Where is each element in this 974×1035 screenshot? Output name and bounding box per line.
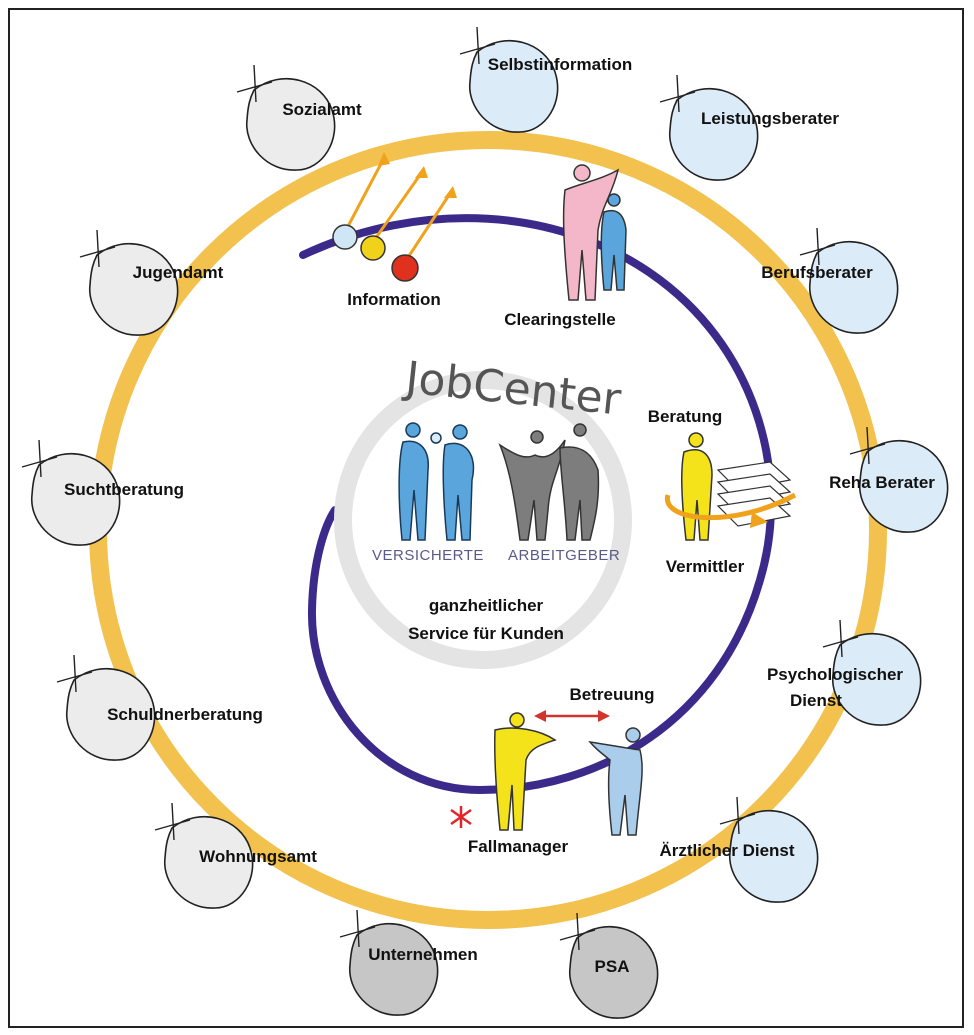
betreuung-label: Betreuung — [570, 685, 655, 704]
information-label: Information — [347, 290, 441, 309]
node-selbstinformation-shape — [469, 39, 559, 133]
node-suchtberatung-shape — [31, 452, 121, 546]
node-psychologischer-dienst-label-line-2: Dienst — [790, 691, 842, 710]
clearingstelle-icon — [562, 164, 627, 301]
node-suchtberatung-label: Suchtberatung — [64, 480, 184, 499]
vermittler-icon — [664, 432, 797, 541]
node-unternehmen-label: Unternehmen — [368, 945, 478, 964]
node-psa-shape — [569, 925, 659, 1019]
node-sozialamt-pin-icon — [236, 64, 273, 103]
star-icon — [450, 806, 472, 828]
node-psychologischer-dienst-pin-icon — [822, 619, 859, 658]
node-schuldnerberatung-shape — [66, 667, 156, 761]
node-psychologischer-dienst-label: Psychologischer — [767, 665, 903, 684]
node-berufsberater-label: Berufsberater — [761, 263, 873, 282]
jobcenter-title: JobCenter — [400, 352, 624, 426]
node-selbstinformation-pin-icon — [459, 26, 496, 65]
node-wohnungsamt-pin-icon — [154, 802, 191, 841]
clearingstelle-label: Clearingstelle — [504, 310, 616, 329]
node-jugendamt-label: Jugendamt — [133, 263, 224, 282]
fallmanager-figure — [493, 712, 557, 831]
node-aerztlicher-dienst-shape — [729, 809, 819, 903]
node-unternehmen-shape — [349, 922, 439, 1016]
node-psa-pin-icon — [559, 912, 596, 951]
fallmanager-label: Fallmanager — [468, 837, 569, 856]
node-sozialamt-label: Sozialamt — [282, 100, 362, 119]
outer-nodes: SelbstinformationLeistungsberaterBerufsb… — [21, 26, 949, 1019]
betreuung-arrow-icon — [534, 710, 610, 722]
node-psa-label: PSA — [595, 957, 630, 976]
node-wohnungsamt-label: Wohnungsamt — [199, 847, 317, 866]
node-selbstinformation-label: Selbstinformation — [488, 55, 633, 74]
node-berufsberater-pin-icon — [799, 227, 836, 266]
node-suchtberatung-pin-icon — [21, 439, 58, 478]
node-aerztlicher-dienst-label: Ärztlicher Dienst — [659, 841, 794, 860]
tagline-line-2: Service für Kunden — [408, 624, 564, 643]
versicherte-figures — [398, 422, 475, 541]
node-berufsberater-shape — [809, 240, 899, 334]
vermittler-label: Vermittler — [666, 557, 745, 576]
node-schuldnerberatung-label: Schuldnerberatung — [107, 705, 263, 724]
node-jugendamt-pin-icon — [79, 229, 116, 268]
node-reha-berater-shape — [859, 439, 949, 533]
node-leistungsberater-shape — [669, 87, 759, 181]
node-wohnungsamt-shape — [164, 815, 254, 909]
node-unternehmen-pin-icon — [339, 909, 376, 948]
client-figure — [588, 727, 643, 836]
node-reha-berater-label: Reha Berater — [829, 473, 935, 492]
outer-ring — [89, 131, 887, 929]
segment-versicherte-label: VERSICHERTE — [372, 547, 484, 564]
tagline-line-1: ganzheitlicher — [429, 596, 544, 615]
node-sozialamt-shape — [246, 77, 336, 171]
node-jugendamt-shape — [89, 242, 179, 336]
node-psychologischer-dienst-shape — [832, 632, 922, 726]
information-icon — [332, 152, 457, 282]
node-reha-berater-pin-icon — [849, 426, 886, 465]
node-schuldnerberatung-pin-icon — [56, 654, 93, 693]
node-leistungsberater-label: Leistungsberater — [701, 109, 839, 128]
segment-arbeitgeber-label: ARBEITGEBER — [508, 547, 620, 564]
center-ring — [334, 371, 632, 669]
diagram-frame — [8, 8, 964, 1028]
node-aerztlicher-dienst-pin-icon — [719, 796, 756, 835]
arbeitgeber-figures — [498, 423, 600, 541]
beratung-label: Beratung — [648, 407, 723, 426]
node-leistungsberater-pin-icon — [659, 74, 696, 113]
